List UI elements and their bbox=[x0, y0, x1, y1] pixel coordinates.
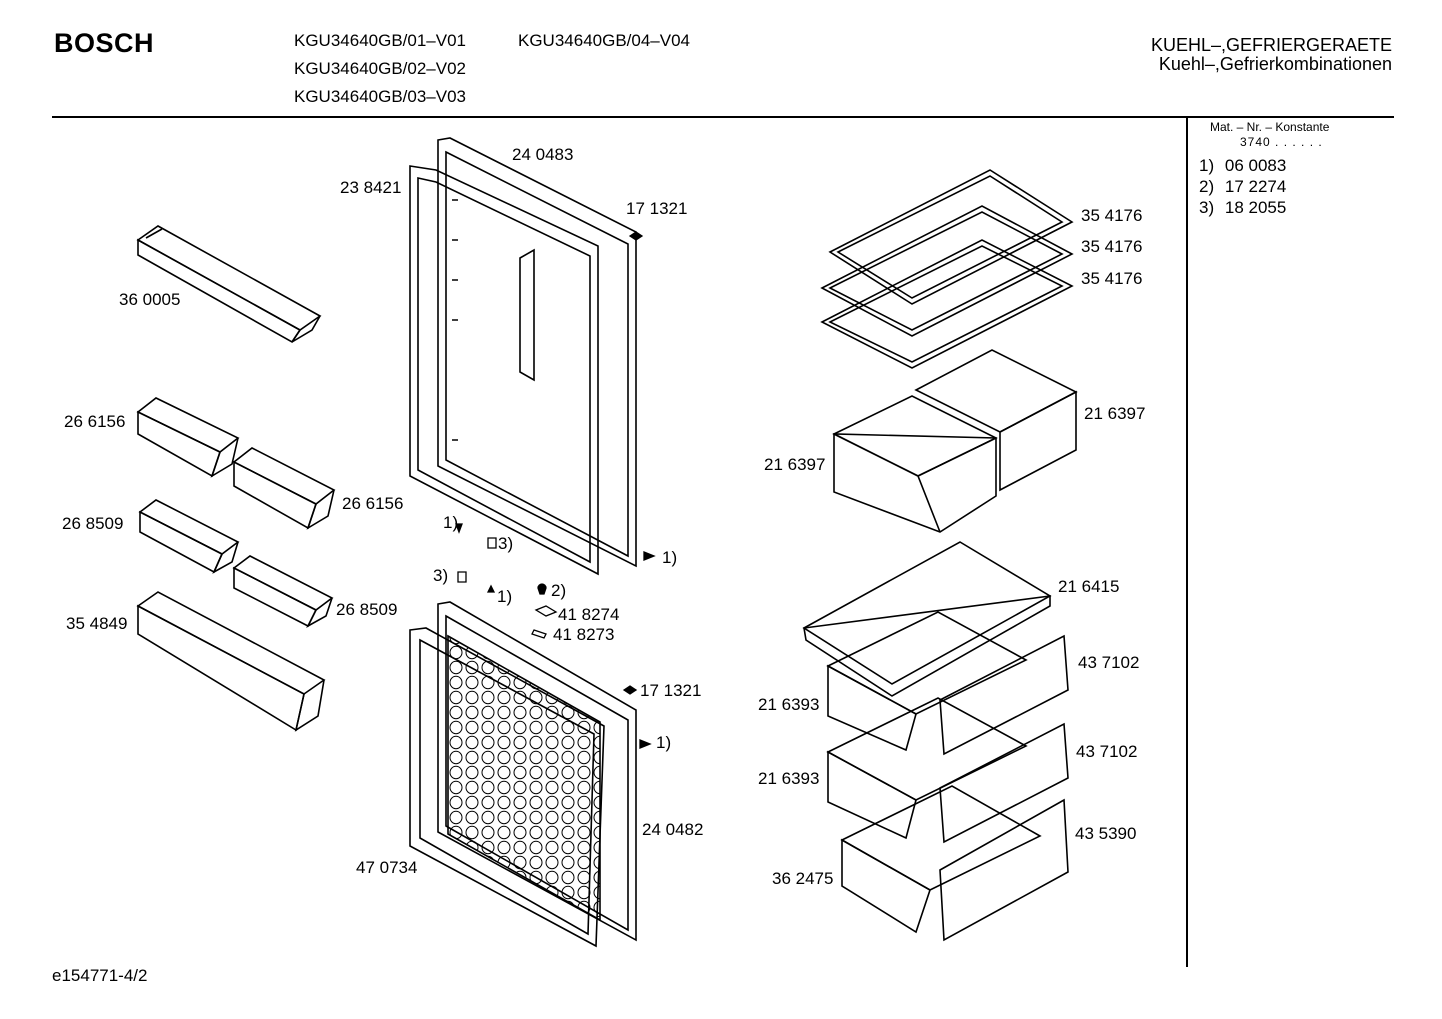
part-label-240482: 24 0482 bbox=[642, 820, 704, 839]
part-label-268509-right: 26 8509 bbox=[336, 600, 398, 619]
category-line-1: KUEHL–,GEFRIERGERAETE bbox=[1150, 35, 1392, 55]
freezer-door-liner bbox=[448, 636, 600, 920]
header-divider bbox=[52, 116, 1394, 118]
part-label-240483: 24 0483 bbox=[512, 145, 574, 164]
mat-number-label: Mat. – Nr. – Konstante bbox=[1210, 120, 1330, 134]
part-label-470734: 47 0734 bbox=[356, 858, 418, 877]
model-number-1: KGU34640GB/01–V01 bbox=[294, 31, 467, 50]
part-label-435390: 43 5390 bbox=[1075, 824, 1137, 843]
glass-shelf-3 bbox=[822, 240, 1072, 368]
part-label-362475: 36 2475 bbox=[772, 869, 834, 888]
part-label-171321-bottom: 17 1321 bbox=[640, 681, 702, 700]
ref-label-3-a: 3) bbox=[498, 534, 514, 553]
fridge-door-panel bbox=[438, 138, 636, 566]
footnote-1: 1) 06 0083 bbox=[1199, 156, 1286, 176]
ref-label-2: 2) bbox=[551, 581, 567, 600]
part-label-268509-left: 26 8509 bbox=[62, 514, 124, 533]
ref-label-3-b: 3) bbox=[433, 566, 449, 585]
door-shelf-small-1 bbox=[138, 398, 238, 476]
ref-label-1-d: 1) bbox=[656, 733, 672, 752]
footnote-2: 2) 17 2274 bbox=[1199, 177, 1286, 197]
part-label-216397-right: 21 6397 bbox=[1084, 404, 1146, 423]
freezer-door-panel bbox=[438, 602, 636, 940]
part-label-418273: 41 8273 bbox=[553, 625, 615, 644]
part-label-354176-1: 35 4176 bbox=[1081, 206, 1143, 225]
part-label-216397-left: 21 6397 bbox=[764, 455, 826, 474]
category-line-2: Kuehl–,Gefrierkombinationen bbox=[1158, 54, 1392, 74]
brand-logo: BOSCH bbox=[54, 28, 155, 58]
model-number-2: KGU34640GB/02–V02 bbox=[294, 59, 467, 78]
part-label-354176-3: 35 4176 bbox=[1081, 269, 1143, 288]
door-shelf-long-top bbox=[138, 226, 320, 342]
part-label-354176-2: 35 4176 bbox=[1081, 237, 1143, 256]
glass-shelf-2 bbox=[822, 206, 1072, 336]
fridge-door-gasket bbox=[410, 166, 598, 574]
part-label-418274: 41 8274 bbox=[558, 605, 620, 624]
footnote-value: 18 2055 bbox=[1224, 198, 1287, 217]
footnote-3: 3) 18 2055 bbox=[1199, 198, 1286, 218]
part-label-437102-1: 43 7102 bbox=[1078, 653, 1140, 672]
model-number-3: KGU34640GB/03–V03 bbox=[294, 87, 467, 106]
door-shelf-small-3 bbox=[140, 500, 238, 572]
freezer-drawer-3 bbox=[842, 786, 1068, 940]
ref-label-1-c: 1) bbox=[497, 587, 513, 606]
category-title: KUEHL–,GEFRIERGERAETE Kuehl–,Gefrierkomb… bbox=[1151, 34, 1392, 75]
footnote-number: 3) bbox=[1199, 198, 1215, 217]
ref-label-1-b: 1) bbox=[662, 548, 678, 567]
crisper-drawer-right bbox=[916, 350, 1076, 490]
door-shelf-small-2 bbox=[234, 448, 334, 528]
freezer-tray bbox=[804, 542, 1050, 696]
constant-value: 3740 . . . . . . bbox=[1240, 135, 1323, 149]
hinge-parts bbox=[456, 232, 654, 748]
door-shelf-long-bottom bbox=[138, 592, 324, 730]
part-label-354849: 35 4849 bbox=[66, 614, 128, 633]
model-number-4: KGU34640GB/04–V04 bbox=[518, 31, 691, 50]
ref-label-1-a: 1) bbox=[443, 513, 459, 532]
part-label-238421: 23 8421 bbox=[340, 178, 402, 197]
door-shelf-small-4 bbox=[234, 556, 332, 626]
part-label-216393-2: 21 6393 bbox=[758, 769, 820, 788]
freezer-door-gasket bbox=[410, 628, 604, 946]
part-label-216393-1: 21 6393 bbox=[758, 695, 820, 714]
footnote-number: 1) bbox=[1199, 156, 1215, 175]
glass-shelf-1 bbox=[830, 170, 1072, 304]
part-label-171321-top: 17 1321 bbox=[626, 199, 688, 218]
crisper-drawer-left bbox=[834, 396, 996, 532]
sidebar-divider bbox=[1186, 116, 1188, 967]
footnote-value: 17 2274 bbox=[1224, 177, 1287, 196]
diagram-code: e154771-4/2 bbox=[52, 966, 148, 985]
part-label-266156-left: 26 6156 bbox=[64, 412, 126, 431]
footnote-number: 2) bbox=[1199, 177, 1215, 196]
freezer-drawer-2 bbox=[828, 698, 1068, 842]
freezer-drawer-1 bbox=[828, 612, 1068, 754]
part-label-216415: 21 6415 bbox=[1058, 577, 1120, 596]
part-label-360005: 36 0005 bbox=[119, 290, 181, 309]
part-label-437102-2: 43 7102 bbox=[1076, 742, 1138, 761]
part-label-266156-right: 26 6156 bbox=[342, 494, 404, 513]
footnote-value: 06 0083 bbox=[1224, 156, 1287, 175]
